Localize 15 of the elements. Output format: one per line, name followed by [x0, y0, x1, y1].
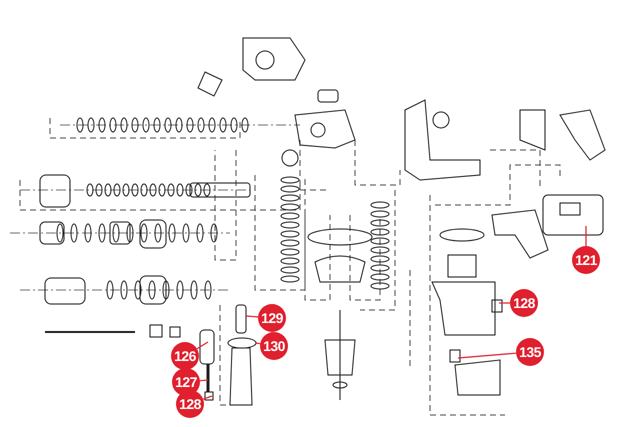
leader-line — [256, 342, 260, 344]
leader-line — [458, 352, 516, 359]
leader-line — [200, 379, 208, 382]
callout-number: 126 — [171, 342, 199, 370]
callout-number: 130 — [260, 332, 288, 360]
leader-line — [585, 226, 587, 246]
callout-number: 121 — [572, 246, 600, 274]
callout-number: 128 — [510, 289, 538, 317]
callout-number: 135 — [516, 338, 544, 366]
leader-line — [246, 315, 258, 318]
leader-line — [196, 341, 208, 350]
leader-line — [203, 395, 212, 400]
callout-number: 128 — [176, 390, 204, 418]
callout-number: 129 — [258, 304, 286, 332]
leader-line — [499, 302, 510, 304]
